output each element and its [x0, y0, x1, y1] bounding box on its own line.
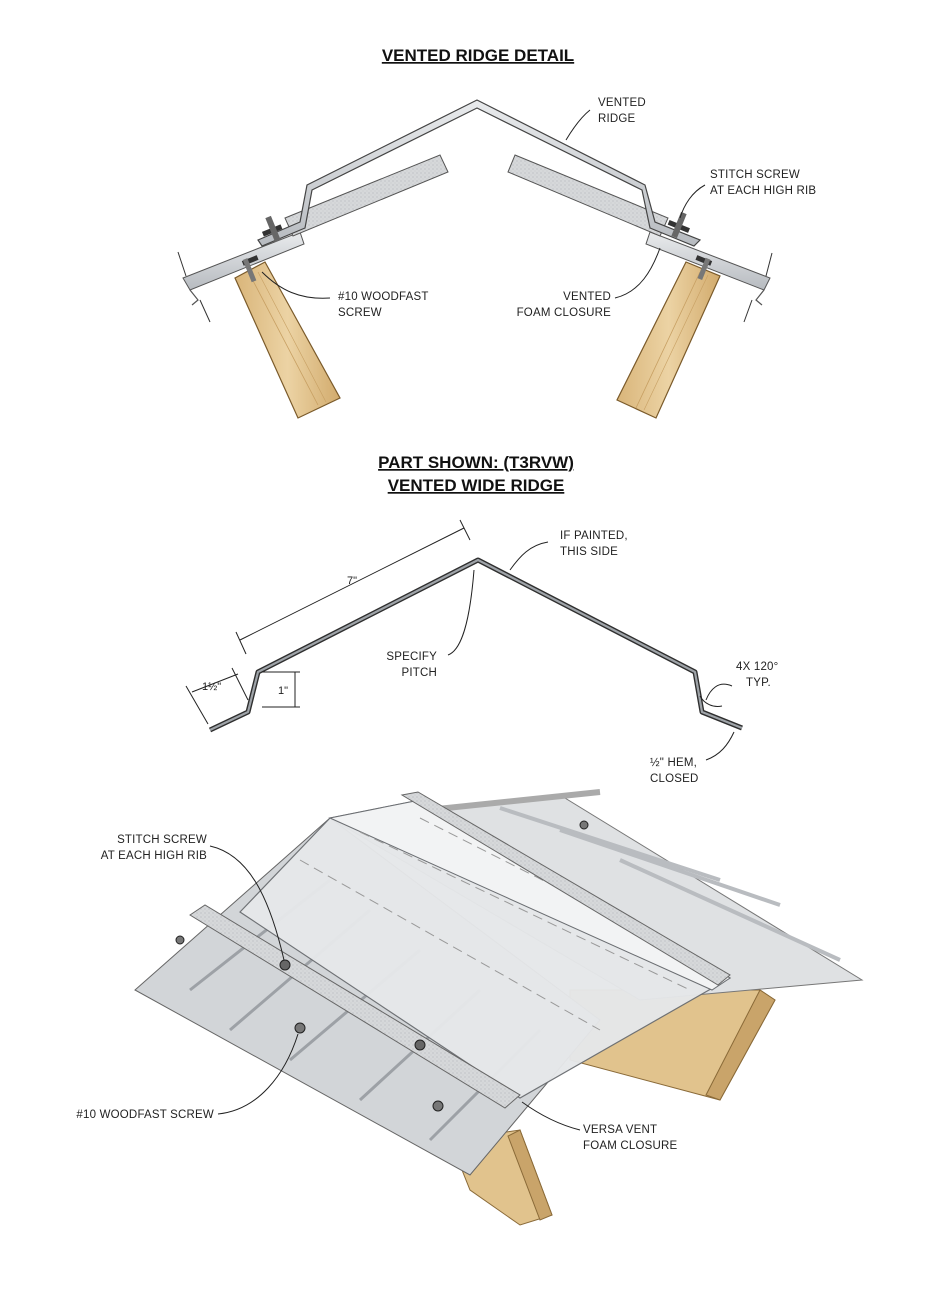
label-top-woodfast-2: SCREW — [338, 307, 382, 319]
label-angle-2: TYP. — [746, 677, 771, 689]
top-stitch-screw-left-icon — [261, 215, 283, 243]
dimension-1-5in — [185, 667, 249, 725]
left-rafter — [234, 261, 341, 419]
label-if-painted-2: THIS SIDE — [560, 546, 618, 558]
label-top-foam-1: VENTED — [563, 291, 611, 303]
dimension-1in — [262, 671, 300, 708]
middle-title-1: PART SHOWN: (T3RVW) — [378, 453, 574, 472]
right-foam-closure — [507, 154, 669, 237]
label-top-foam-2: FOAM CLOSURE — [517, 307, 612, 319]
label-bottom-stitch-1: STITCH SCREW — [117, 834, 207, 846]
top-stitch-screw-right-icon — [667, 211, 690, 239]
label-bottom-stitch-2: AT EACH HIGH RIB — [101, 850, 207, 862]
middle-title-2: VENTED WIDE RIDGE — [388, 476, 565, 495]
bottom-foam-closure-front — [189, 904, 521, 1109]
top-woodfast-screw-left-icon — [241, 255, 259, 283]
top-woodfast-screw-right-icon — [695, 255, 713, 281]
label-specify-pitch-2: PITCH — [402, 667, 438, 679]
bottom-foam-closure-back — [400, 791, 731, 986]
label-bottom-woodfast: #10 WOODFAST SCREW — [76, 1109, 214, 1121]
label-top-stitch-2: AT EACH HIGH RIB — [710, 185, 816, 197]
bottom-ridge-cap — [239, 799, 732, 1099]
label-vented-ridge-2: RIDGE — [598, 113, 636, 125]
vented-ridge-cap — [257, 99, 702, 247]
label-bottom-versa-2: FOAM CLOSURE — [583, 1140, 678, 1152]
label-hem-1: ½" HEM, — [650, 757, 697, 769]
right-rafter — [616, 261, 721, 419]
dimension-7in — [235, 519, 471, 655]
label-dim-7: 7" — [347, 575, 357, 587]
label-vented-ridge-1: VENTED — [598, 97, 646, 109]
label-specify-pitch-1: SPECIFY — [386, 651, 437, 663]
ridge-profile — [208, 557, 743, 733]
label-dim-1: 1" — [278, 685, 288, 697]
label-if-painted-1: IF PAINTED, — [560, 530, 628, 542]
bottom-stitch-screw-icon — [279, 959, 426, 1051]
label-dim-1-5: 1½" — [202, 681, 221, 693]
bottom-woodfast-screw-icon — [175, 820, 589, 1112]
label-hem-2: CLOSED — [650, 773, 699, 785]
label-top-stitch-1: STITCH SCREW — [710, 169, 800, 181]
label-top-woodfast-1: #10 WOODFAST — [338, 291, 429, 303]
top-title: VENTED RIDGE DETAIL — [382, 46, 574, 65]
label-angle-1: 4X 120° — [736, 661, 778, 673]
label-bottom-versa-1: VERSA VENT — [583, 1124, 657, 1136]
